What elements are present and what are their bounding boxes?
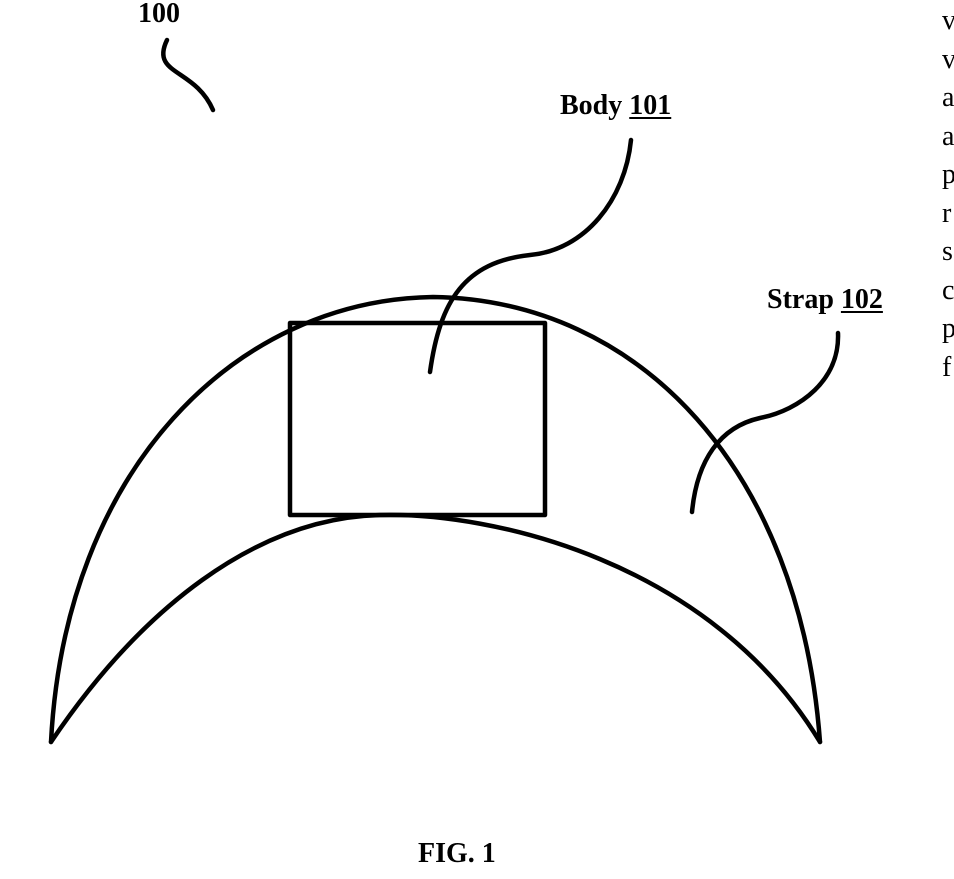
strap-label-text: Strap — [767, 284, 834, 315]
strap-label-numeral: 102 — [841, 284, 883, 315]
side-text-line: c — [942, 272, 954, 311]
side-text-line: a — [942, 79, 954, 118]
figure-caption: FIG. 1 — [418, 840, 496, 868]
side-text-line: p — [942, 156, 954, 195]
strap-inner-arc — [51, 515, 820, 742]
body-label-numeral: 101 — [629, 90, 671, 121]
strap-label: Strap 102 — [767, 286, 883, 314]
side-text-line: s — [942, 233, 954, 272]
side-text-line: v — [942, 41, 954, 80]
reference-100-leader — [163, 40, 213, 110]
side-text-line: f — [942, 349, 954, 388]
reference-numeral-100: 100 — [138, 0, 180, 28]
body-leader-line — [430, 140, 631, 372]
body-label: Body 101 — [560, 92, 671, 120]
side-text-line: r — [942, 195, 954, 234]
cropped-side-text: vvaaprscpf — [942, 2, 954, 387]
body-rectangle — [290, 323, 545, 515]
side-text-line: a — [942, 118, 954, 157]
side-text-line: p — [942, 310, 954, 349]
body-label-text: Body — [560, 90, 622, 121]
side-text-line: v — [942, 2, 954, 41]
strap-leader-line — [692, 333, 838, 512]
